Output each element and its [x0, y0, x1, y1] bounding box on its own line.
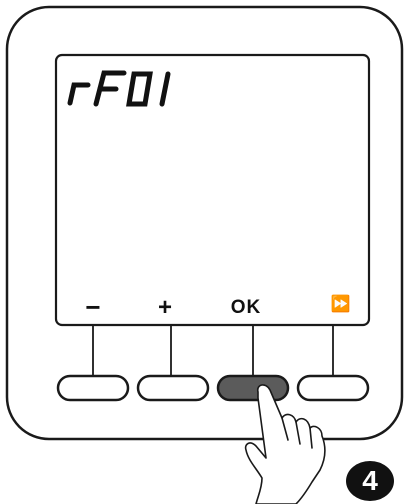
- step-number-badge: 4: [346, 461, 394, 501]
- minus-button[interactable]: [58, 376, 128, 400]
- plus-button[interactable]: [138, 376, 208, 400]
- fast-forward-button[interactable]: [298, 376, 368, 400]
- fast-forward-icon: ⏩: [322, 294, 356, 314]
- minus-label: −: [78, 292, 108, 323]
- plus-label: +: [150, 294, 180, 322]
- ok-button[interactable]: [218, 376, 288, 400]
- display-code: rF01: [70, 70, 200, 110]
- ok-label: OK: [223, 297, 269, 319]
